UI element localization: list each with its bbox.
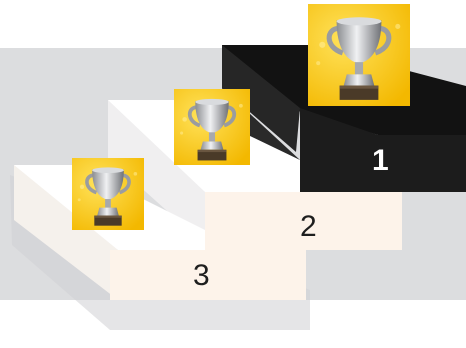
rank-label-1: 1 (372, 146, 389, 176)
rank-label-2: 2 (300, 212, 317, 242)
rank-label-3: 3 (193, 261, 210, 291)
trophy-icon (308, 4, 410, 106)
trophy-icon (72, 158, 144, 230)
trophy-icon (174, 89, 250, 165)
